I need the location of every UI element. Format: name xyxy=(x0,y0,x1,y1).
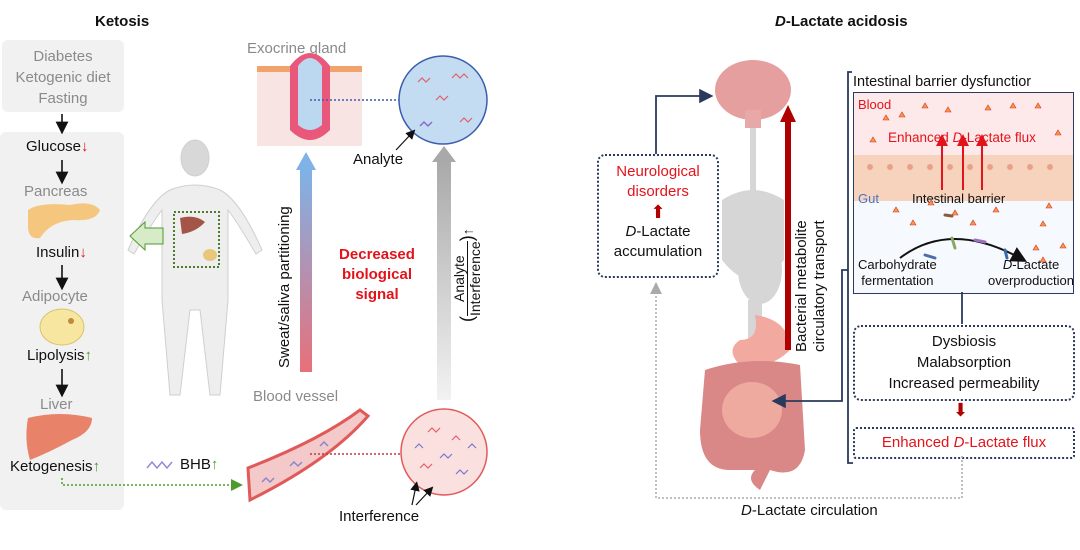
bhb-label: BHB↑ xyxy=(180,456,219,473)
analyte-label: Analyte xyxy=(353,151,404,168)
cause-dysbiosis: Dysbiosis xyxy=(931,333,997,350)
flux-box: Enhanced D-Lactate flux xyxy=(853,427,1075,459)
signal-line-2: biological xyxy=(341,266,412,283)
causes-box: Dysbiosis Malabsorption Increased permea… xyxy=(853,325,1075,401)
bhb-molecule-icon xyxy=(146,460,173,470)
carb-line-2: fermentation xyxy=(861,273,934,288)
cause-diabetes: Diabetes xyxy=(33,48,93,65)
human-body-icon xyxy=(127,139,263,396)
heart-vessels-icon xyxy=(722,128,784,340)
neuro-line-2: disorders xyxy=(627,183,689,200)
sweat-sample-circle xyxy=(398,55,488,145)
blood-label: Blood xyxy=(858,97,892,112)
blood-vessel-label: Blood vessel xyxy=(253,388,339,405)
partition-label: Sweat/saliva partitioning xyxy=(276,206,293,368)
exocrine-gland-icon xyxy=(257,53,362,146)
ratio-denominator: Interference xyxy=(467,241,483,316)
accumulation-line-2: accumulation xyxy=(613,243,703,260)
overproduction-label: D-Lactate overproduction xyxy=(988,257,1074,289)
pancreas-label: Pancreas xyxy=(24,183,88,200)
circulation-label: D-Lactate circulation xyxy=(741,502,878,519)
thick-up-arrow-icon: ⬆ xyxy=(650,202,666,222)
signal-line-3: signal xyxy=(355,286,399,303)
brain-icon xyxy=(715,60,791,128)
liver-small-icon xyxy=(180,216,205,234)
up-arrow-icon: ↑ xyxy=(459,228,476,236)
ratio-numerator: Analyte xyxy=(451,241,468,316)
thick-down-arrow-icon: ⬇ xyxy=(953,400,969,420)
down-arrow-icon: ↓ xyxy=(79,244,87,261)
cause-fasting: Fasting xyxy=(38,90,88,107)
dlactate-title: D-Lactate acidosis xyxy=(775,13,908,30)
digestive-tract-icon xyxy=(700,315,805,490)
up-arrow-icon: ↑ xyxy=(210,456,219,473)
analyte-molecule xyxy=(419,120,433,128)
neuro-line-1: Neurological xyxy=(616,163,700,180)
interference-label: Interference xyxy=(339,508,420,525)
insulin-label: Insulin↓ xyxy=(36,244,87,261)
highlight-arrow-icon xyxy=(129,220,164,252)
glucose-label: Glucose↓ xyxy=(26,138,89,155)
intestinal-barrier-label: Intestinal barrier xyxy=(912,191,1006,206)
up-arrow-icon: ↑ xyxy=(92,458,101,475)
transport-line-2: circulatory transport xyxy=(811,220,828,352)
exocrine-gland-label: Exocrine gland xyxy=(247,40,347,57)
transport-label: Bacterial metabolite circulatory transpo… xyxy=(793,220,829,352)
carb-fermentation-label: Carbohydrate fermentation xyxy=(858,257,937,289)
neuro-to-brain-connector xyxy=(655,88,714,154)
signal-line-1: Decreased xyxy=(339,246,415,263)
cause-malabsorption: Malabsorption xyxy=(916,354,1012,371)
adipocyte-label: Adipocyte xyxy=(22,288,88,305)
ketogenesis-label: Ketogenesis↑ xyxy=(10,458,101,475)
ketosis-title: Ketosis xyxy=(95,13,150,30)
liver-label: Liver xyxy=(40,396,73,413)
blood-sample-circle xyxy=(400,408,488,496)
overprod-line-2: overproduction xyxy=(988,273,1074,288)
causes-panel: Diabetes Ketogenic diet Fasting xyxy=(2,40,124,112)
up-arrow-icon: ↑ xyxy=(84,347,93,364)
flux-label-inner: Enhanced D-Lactate flux xyxy=(888,130,1036,145)
accumulation-line-1: D-Lactate xyxy=(625,223,691,240)
carb-line-1: Carbohydrate xyxy=(858,257,937,272)
partition-arrow xyxy=(296,152,316,372)
decreased-signal-label: Decreased biological signal xyxy=(327,245,427,305)
transport-line-1: Bacterial metabolite xyxy=(793,220,810,352)
cause-permeability: Increased permeability xyxy=(888,375,1040,392)
organ-highlight-box xyxy=(173,211,220,268)
gut-label: Gut xyxy=(858,191,879,206)
cause-ketogenic-diet: Ketogenic diet xyxy=(15,69,111,86)
overprod-line-1: D-Lactate xyxy=(1002,257,1060,272)
neuro-box: Neurological disorders ⬆ D-Lactate accum… xyxy=(597,154,719,278)
blood-sample-molecules xyxy=(414,427,477,475)
barrier-box: Blood Enhanced D-Lactate flux Intestinal… xyxy=(853,92,1074,294)
blood-vessel-icon xyxy=(246,408,371,503)
interference-molecules-top xyxy=(417,73,473,123)
down-arrow-icon: ↓ xyxy=(81,138,89,155)
barrier-box-title: Intestinal barrier dysfunctior xyxy=(853,74,1032,90)
lipolysis-label: Lipolysis↑ xyxy=(27,347,93,364)
